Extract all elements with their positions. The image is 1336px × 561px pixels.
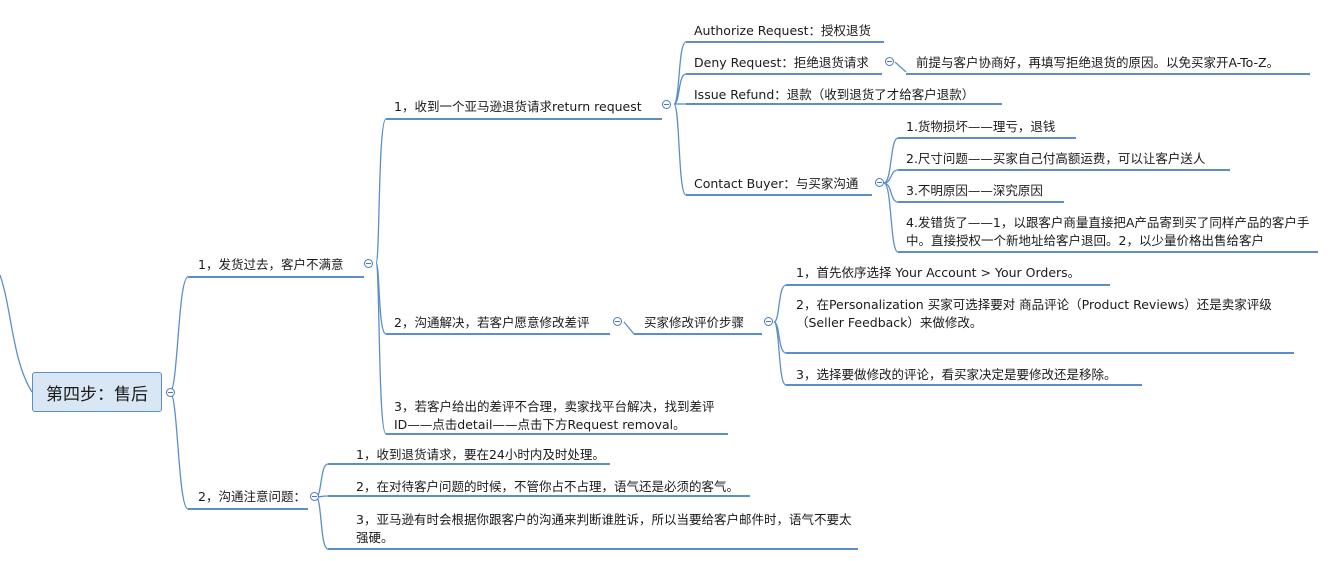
contact-item: 2.尺寸问题——买家自己付高额运费，可以让客户送人	[906, 151, 1206, 166]
authorize-request: Authorize Request：授权退货	[694, 23, 872, 38]
contact-item-underline	[898, 201, 1064, 203]
sub2-label: 2，沟通解决，若客户愿意修改差评	[394, 315, 590, 330]
branch-2-item: 2，在对待客户问题的时候，不管你占不占理，语气还是必须的客气。	[356, 479, 739, 494]
issue-refund: Issue Refund：退款（收到退货了才给客户退款）	[694, 87, 975, 102]
root-node[interactable]: 第四步：售后	[32, 372, 162, 412]
root-label: 第四步：售后	[46, 384, 148, 405]
branch-2-underline	[188, 508, 308, 510]
branch-2-item-underline	[328, 548, 858, 550]
authorize-underline	[686, 41, 884, 43]
collapse-icon[interactable]	[764, 317, 773, 326]
sub3-label: 3，若客户给出的差评不合理，卖家找平台解决，找到差评ID——点击detail——…	[394, 399, 715, 432]
contact-item-underline	[898, 169, 1230, 171]
contact-underline	[686, 194, 872, 196]
branch-2-item-underline	[328, 463, 610, 465]
step-underline	[786, 384, 1142, 386]
contact-item: 1.货物损坏——理亏，退钱	[906, 119, 1056, 134]
contact-item: 4.发错货了——1，以跟客户商量直接把A产品寄到买了同样产品的客户手中。直接授权…	[906, 215, 1310, 248]
contact-item-underline	[898, 137, 1076, 139]
branch-1-label: 1，发货过去，客户不满意	[198, 257, 344, 272]
refund-underline	[686, 103, 1002, 105]
steps-underline	[634, 333, 762, 335]
step-item: 3，选择要做修改的评论，看买家决定是要修改还是移除。	[796, 367, 1117, 382]
deny-note: 前提与客户协商好，再填写拒绝退货的原因。以免买家开A-To-Z。	[916, 55, 1280, 70]
sub2-underline	[386, 333, 610, 335]
sub1-underline	[386, 118, 662, 120]
step-item: 1，首先依序选择 Your Account > Your Orders。	[796, 265, 1081, 280]
collapse-icon[interactable]	[166, 388, 175, 397]
sub1-label: 1，收到一个亚马逊退货请求return request	[394, 99, 642, 114]
collapse-icon[interactable]	[613, 317, 622, 326]
step-item: 2，在Personalization 买家可选择要对 商品评论（Product …	[796, 297, 1272, 330]
deny-request: Deny Request：拒绝退货请求	[694, 55, 869, 70]
collapse-icon[interactable]	[310, 492, 319, 501]
step-underline	[786, 352, 1294, 354]
collapse-icon[interactable]	[364, 259, 373, 268]
contact-item: 3.不明原因——深究原因	[906, 183, 1043, 198]
collapse-icon[interactable]	[875, 178, 884, 187]
deny-note-underline	[906, 73, 1310, 75]
contact-item-underline	[898, 251, 1318, 253]
contact-buyer: Contact Buyer：与买家沟通	[694, 176, 859, 191]
sub3-underline	[386, 433, 728, 435]
branch-1-underline	[188, 276, 364, 278]
step-underline	[786, 284, 1110, 286]
branch-2-item: 3，亚马逊有时会根据你跟客户的沟通来判断谁胜诉，所以当要给客户邮件时，语气不要太…	[356, 512, 852, 545]
steps-label: 买家修改评价步骤	[644, 315, 745, 330]
branch-2-label: 2，沟通注意问题：	[198, 489, 306, 504]
collapse-icon[interactable]	[662, 100, 671, 109]
branch-2-item: 1，收到退货请求，要在24小时内及时处理。	[356, 447, 605, 462]
collapse-icon[interactable]	[885, 57, 894, 66]
branch-2-item-underline	[328, 495, 750, 497]
deny-underline	[686, 73, 882, 75]
